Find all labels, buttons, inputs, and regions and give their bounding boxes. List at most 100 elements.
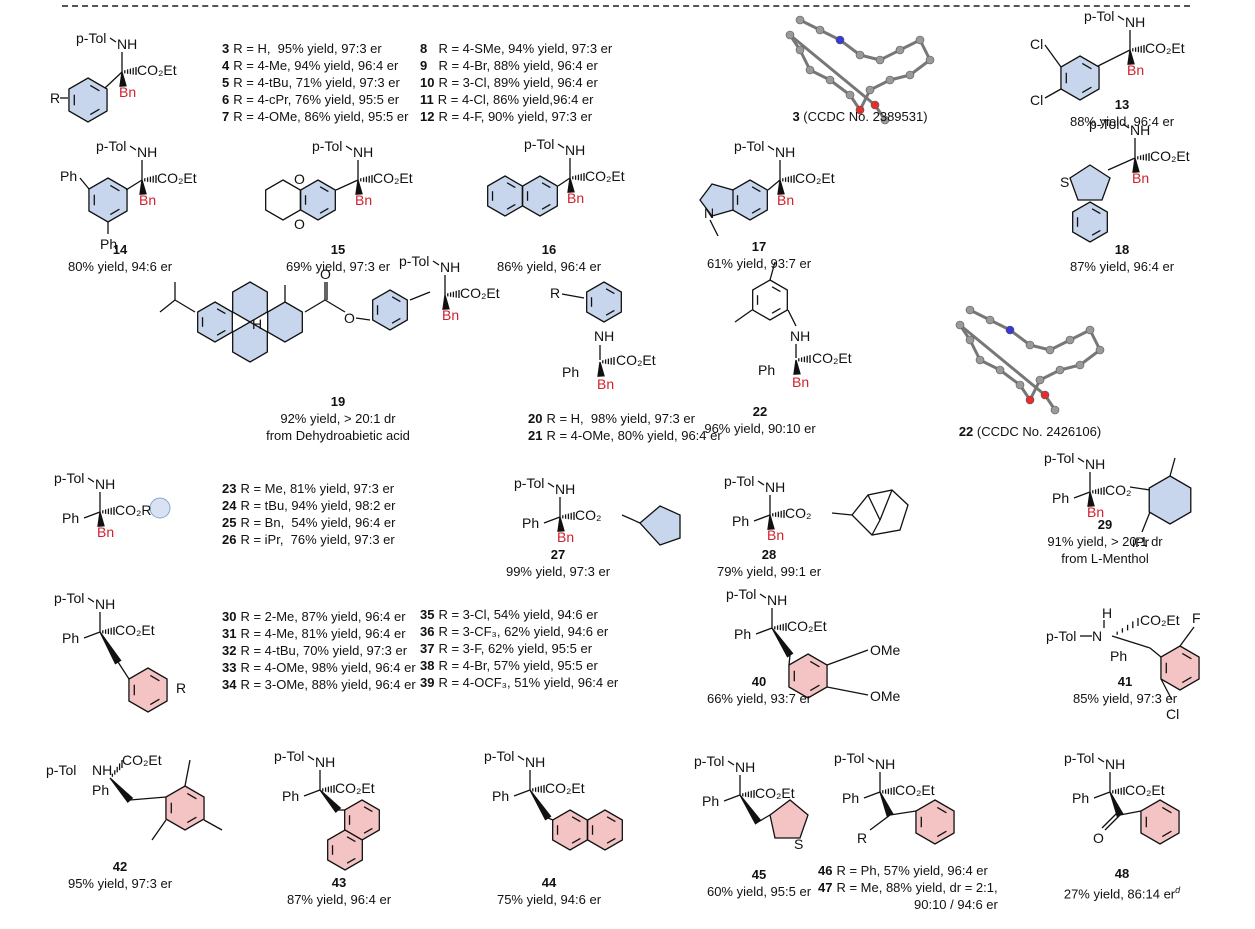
atom-label-nh: NH [1125, 14, 1146, 30]
xray-structure-22 [955, 305, 1105, 415]
wedge-bond [1127, 49, 1135, 65]
atom-label-bn: Bn [1087, 504, 1105, 520]
bond-line [727, 760, 735, 766]
compound-number: 38 [420, 658, 435, 673]
compound-result: R = Me, 88% yield, dr = 2:1, [836, 880, 998, 895]
compound-result: R = tBu, 94% yield, 98:2 er [240, 498, 396, 513]
aromatic-bond [809, 684, 820, 692]
compound-result: R = iPr, 76% yield, 97:3 er [240, 532, 395, 547]
atom-label-bn: Bn [355, 192, 373, 208]
result-text: 69% yield, 97:3 er [285, 259, 391, 274]
wedge-bond [879, 791, 894, 818]
compound-number: 14 [112, 242, 128, 257]
compound-number: 25 [222, 515, 237, 530]
bond-line [1111, 635, 1151, 649]
bond-line [83, 511, 101, 519]
atom-label-r: R [176, 680, 187, 696]
aromatic-bond [1161, 830, 1172, 838]
wedge-bond [557, 516, 565, 532]
atom-label-co2et: CO₂Et [122, 752, 162, 768]
atom-label-r: R [857, 830, 868, 846]
result-text: 61% yield, 93:7 er [706, 256, 812, 271]
atom-label-ipr: iPr [1132, 534, 1150, 550]
bond-line [1179, 626, 1195, 647]
compound-number: 24 [222, 498, 237, 513]
atom-label-ptol: p-Tol [834, 750, 865, 766]
aromatic-bond [571, 816, 581, 823]
compound-number: 17 [751, 239, 767, 254]
bond-line [769, 261, 776, 281]
aromatic-bond [346, 857, 356, 864]
bond-line [1122, 123, 1130, 129]
compound-result: R = 4-cPr, 76% yield, 95:5 er [233, 92, 400, 107]
aromatic-bond [605, 288, 615, 295]
compound-number: 21 [528, 428, 543, 443]
cyclopentane-ring [639, 505, 681, 546]
compound-result: 80% yield, 94:6 er [68, 258, 172, 275]
compound-result: 27% yield, 86:14 erd [1064, 882, 1180, 902]
atom-label-bn: Bn [567, 190, 585, 206]
wedge-bond [1087, 491, 1095, 507]
bond-line [1101, 812, 1118, 829]
wedge-bond [1132, 157, 1140, 173]
footnote-marker: d [1175, 885, 1181, 895]
bond-line [303, 789, 321, 797]
result-text: 60% yield, 95:5 er [706, 884, 812, 899]
thiophene-ring [769, 799, 809, 839]
compound-number: 43 [331, 875, 347, 890]
atom-label-nh: NH [315, 754, 336, 770]
bond-line [757, 480, 765, 486]
ccdc-number: (CCDC No. 2426106) [973, 424, 1102, 439]
atom-label-nh: NH [565, 142, 586, 158]
compound-number: 15 [330, 242, 346, 257]
bond-line [1044, 44, 1062, 68]
aromatic-bond [186, 792, 197, 800]
wedge-bond [119, 71, 127, 87]
result-text: 27% yield, 86:14 er [1063, 886, 1176, 902]
compound-number: 48 [1114, 866, 1130, 881]
aromatic-bond [319, 207, 329, 214]
wedge-bond [355, 179, 363, 195]
bond-line [709, 219, 719, 237]
wedge-bond [793, 359, 801, 375]
ring [232, 321, 268, 363]
bond-line [1097, 49, 1131, 67]
bond-line [87, 597, 95, 603]
dashed-divider [62, 5, 1190, 7]
result-text: 92% yield, > 20:1 dr [280, 411, 396, 426]
atom-label-nh: NH [1085, 456, 1106, 472]
wedge-bond [597, 361, 605, 377]
atom-label-n: N [704, 205, 715, 221]
atom-label-ptol: p-Tol [96, 138, 127, 154]
compound-result: R = 3-Cl, 54% yield, 94:6 er [438, 607, 598, 622]
atom-label-co2: CO₂ [785, 505, 812, 521]
bond-line [863, 791, 881, 799]
aromatic-bond [541, 182, 551, 189]
bond-line [1073, 491, 1091, 499]
compound-list-item: 9 R = 4-Br, 88% yield, 96:4 er [420, 57, 612, 74]
atom-label-nh: NH [790, 328, 811, 344]
atom-label-nh: NH [525, 754, 546, 770]
bond-line [547, 482, 555, 488]
compound-result: R = Ph, 57% yield, 96:4 er [836, 863, 988, 878]
atom-label-ph: Ph [522, 515, 540, 531]
atom-label-ptol: p-Tol [694, 753, 725, 769]
compound-list-item: 8 R = 4-SMe, 94% yield, 97:3 er [420, 40, 612, 57]
atom-label-bn: Bn [557, 529, 575, 545]
aromatic-bond [149, 674, 160, 682]
